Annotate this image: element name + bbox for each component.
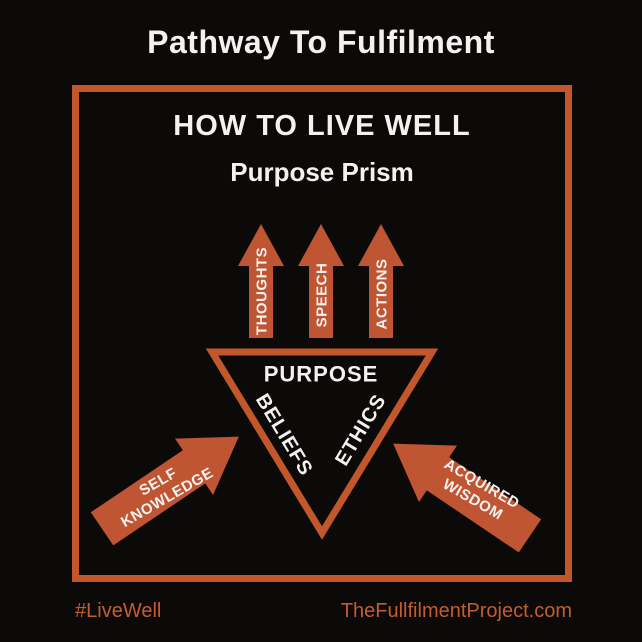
thoughts-arrow-icon — [238, 224, 284, 338]
frame-border — [72, 85, 572, 582]
board-heading: HOW TO LIVE WELL — [173, 110, 471, 142]
acquired-wisdom-arrow-icon — [393, 443, 542, 553]
actions-arrow-icon — [358, 224, 404, 338]
website-label: TheFullfilmentProject.com — [340, 600, 572, 622]
thoughts-arrow-label: THOUGHTS — [254, 247, 271, 335]
footer: #LiveWell TheFullfilmentProject.com — [75, 600, 572, 623]
self-knowledge-arrow-icon — [90, 436, 239, 546]
speech-arrow-icon — [298, 224, 344, 338]
purpose-label: PURPOSE — [264, 362, 379, 387]
page-title: Pathway To Fulfilment — [147, 24, 495, 60]
actions-arrow-label: ACTIONS — [374, 259, 391, 330]
hashtag-label: #LiveWell — [75, 600, 162, 622]
board-subheading: Purpose Prism — [230, 157, 414, 187]
prism-triangle — [205, 348, 439, 540]
speech-arrow-label: SPEECH — [314, 263, 331, 328]
